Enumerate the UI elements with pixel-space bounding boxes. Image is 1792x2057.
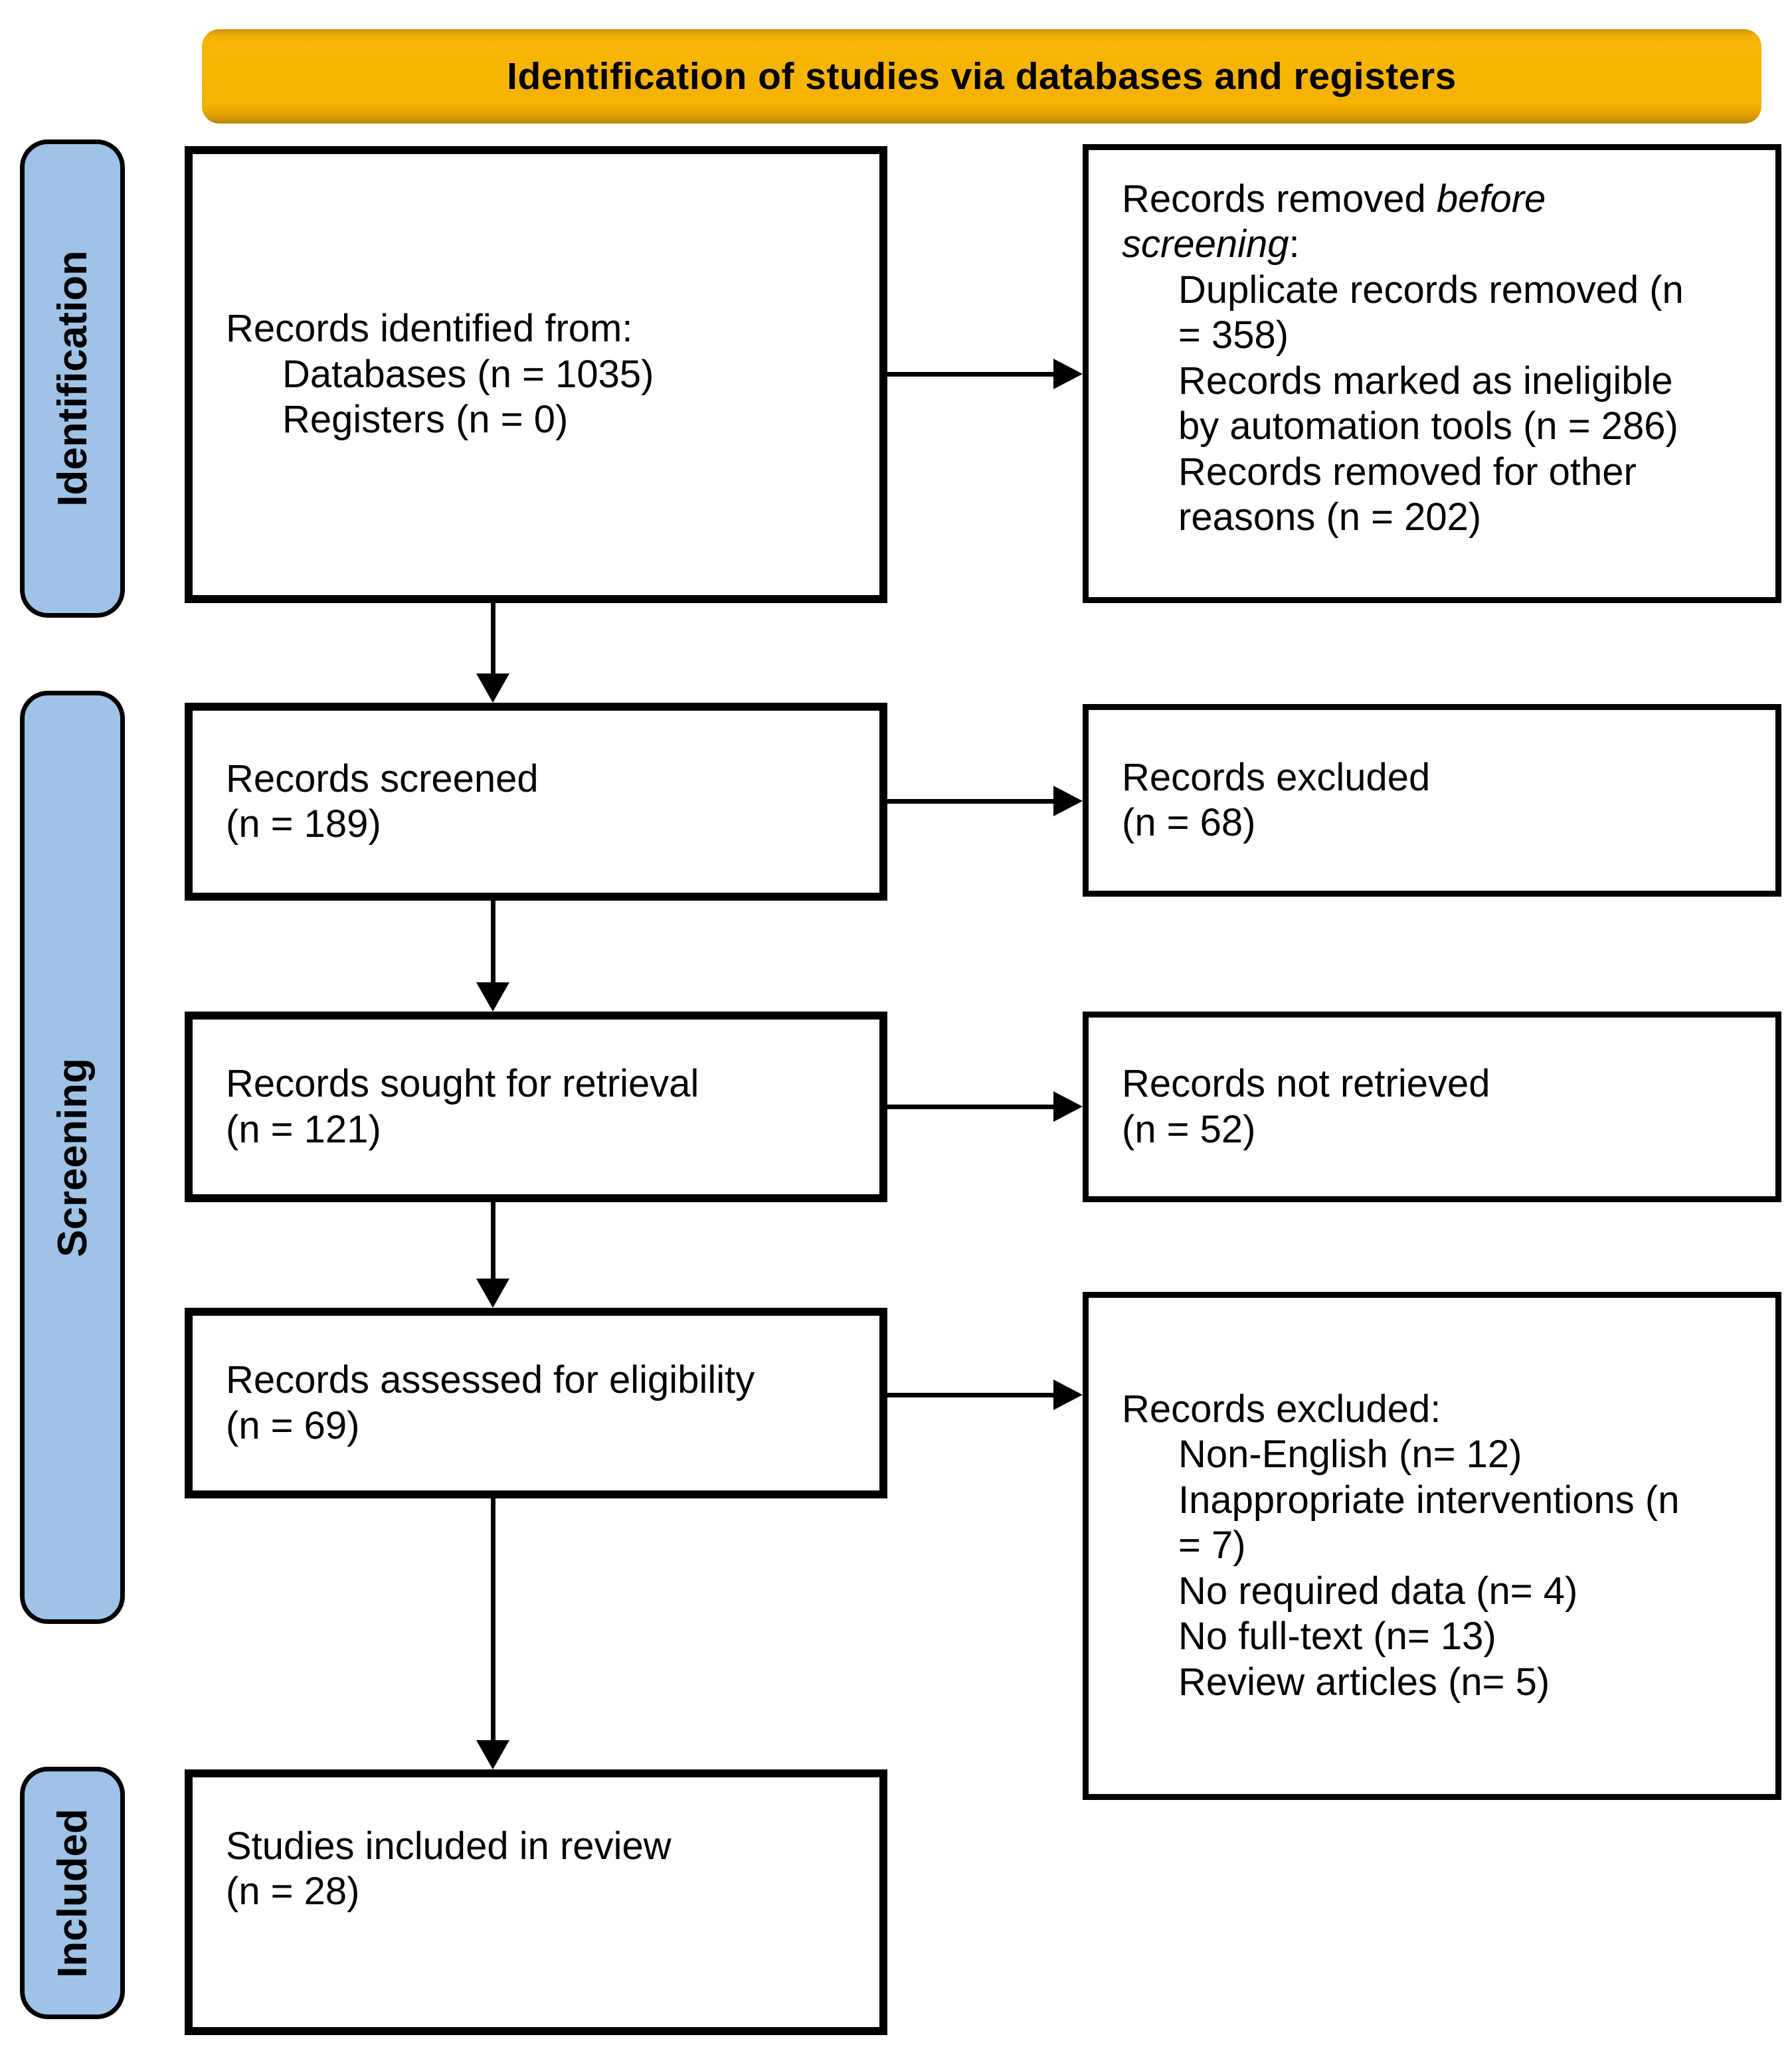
box-records-not-retrieved: Records not retrieved (n = 52) [1083, 1012, 1781, 1202]
studies-included-label: Studies included in review [226, 1824, 672, 1868]
studies-included-count: (n = 28) [226, 1870, 360, 1913]
arrow-down-icon [476, 1740, 509, 1769]
excluded-inappropriate-interventions: Inappropriate interventions (n = 7) [1178, 1478, 1680, 1567]
records-screened-count: (n = 189) [226, 802, 381, 846]
stage-label-identification: Identification [20, 139, 125, 618]
studies-included-content: Studies included in review (n = 28) [226, 1824, 813, 1915]
excluded-no-full-text: No full-text (n= 13) [1178, 1615, 1496, 1658]
records-excluded-screening-count: (n = 68) [1122, 801, 1256, 844]
records-not-retrieved-label: Records not retrieved [1122, 1062, 1490, 1106]
records-removed-title-italic: before screening [1122, 177, 1546, 266]
records-not-retrieved-count: (n = 52) [1122, 1107, 1256, 1151]
records-assessed-label: Records assessed for eligibility [226, 1358, 755, 1402]
arrow-screened-to-sought-line [491, 901, 495, 982]
stage-label-identification-text: Identification [49, 250, 96, 507]
records-identified-databases: Databases (n = 1035) [282, 352, 654, 396]
arrow-down-icon [476, 673, 509, 703]
records-identified-title: Records identified from: [226, 307, 633, 351]
records-excluded-eligibility-title: Records excluded: [1122, 1387, 1441, 1431]
arrow-identified-to-screened-line [491, 603, 495, 673]
records-identified-registers: Registers (n = 0) [282, 398, 569, 442]
records-removed-automation: Records marked as ineligible by automati… [1178, 359, 1678, 448]
box-records-screened: Records screened (n = 189) [185, 703, 887, 901]
stage-label-included-text: Included [49, 1808, 96, 1978]
banner: Identification of studies via databases … [202, 29, 1761, 124]
arrow-identified-to-removed-line [887, 372, 1053, 377]
records-sought-count: (n = 121) [226, 1107, 381, 1151]
stage-label-screening: Screening [20, 691, 125, 1624]
stage-label-included: Included [20, 1767, 125, 2019]
stage-label-screening-text: Screening [49, 1057, 96, 1257]
box-records-removed: Records removed before screening: Duplic… [1083, 144, 1781, 603]
records-removed-other: Records removed for other reasons (n = 2… [1178, 450, 1637, 539]
arrow-right-icon [1053, 1380, 1083, 1410]
records-sought-label: Records sought for retrieval [226, 1062, 699, 1106]
excluded-no-required-data: No required data (n= 4) [1178, 1569, 1578, 1613]
excluded-non-english: Non-English (n= 12) [1178, 1433, 1522, 1476]
box-records-sought: Records sought for retrieval (n = 121) [185, 1012, 887, 1202]
arrow-screened-to-excluded-line [887, 799, 1053, 804]
arrow-right-icon [1053, 1091, 1083, 1122]
records-screened-label: Records screened [226, 757, 539, 800]
box-records-excluded-screening: Records excluded (n = 68) [1083, 704, 1781, 897]
arrow-down-icon [476, 982, 509, 1012]
records-excluded-screening-label: Records excluded [1122, 755, 1431, 799]
arrow-right-icon [1053, 359, 1083, 389]
arrow-assessed-to-excluded-line [887, 1393, 1053, 1397]
arrow-right-icon [1053, 786, 1083, 816]
records-assessed-count: (n = 69) [226, 1403, 360, 1447]
box-records-assessed: Records assessed for eligibility (n = 69… [185, 1308, 887, 1498]
box-records-excluded-eligibility: Records excluded: Non-English (n= 12) In… [1083, 1292, 1781, 1800]
arrow-sought-to-not-retrieved-line [887, 1105, 1053, 1109]
excluded-review-articles: Review articles (n= 5) [1178, 1660, 1550, 1704]
arrow-assessed-to-included-line [491, 1498, 495, 1740]
arrow-down-icon [476, 1279, 509, 1308]
box-studies-included: Studies included in review (n = 28) [185, 1769, 887, 2035]
banner-title: Identification of studies via databases … [507, 55, 1457, 98]
records-removed-duplicates: Duplicate records removed (n = 358) [1178, 268, 1684, 357]
arrow-sought-to-assessed-line [491, 1202, 495, 1279]
box-records-identified: Records identified from: Databases (n = … [185, 146, 887, 603]
records-removed-title: Records removed before screening: [1122, 177, 1546, 266]
